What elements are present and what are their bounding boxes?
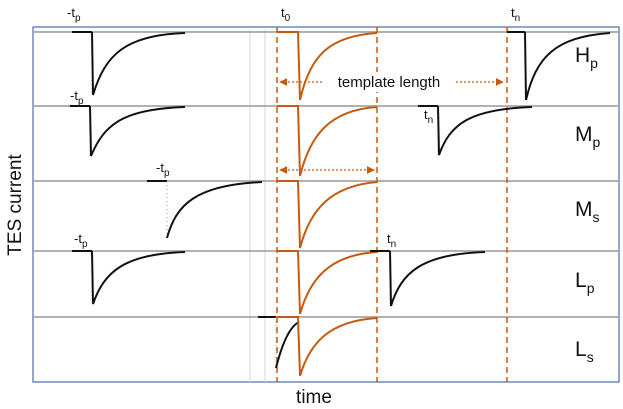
- y-axis-label: TES current: [5, 154, 26, 256]
- marker-minus-tp-ms: -tp: [156, 160, 170, 179]
- template-pulse: [277, 250, 378, 315]
- pulse-trace: [91, 31, 186, 96]
- template-pulse: [277, 316, 378, 377]
- marker-minus-tp-lp: -tp: [74, 231, 88, 250]
- template-pulse: [277, 31, 378, 101]
- x-axis-label: time: [296, 387, 332, 408]
- marker-minus-tp-hp: -tp: [67, 5, 81, 24]
- pulse-trace: [91, 250, 186, 305]
- marker-minus-tp-mp: -tp: [70, 88, 84, 107]
- row-label-lp: Lp: [575, 269, 595, 296]
- pulse-trace: [389, 250, 486, 307]
- marker-tn-lp: tn: [387, 231, 396, 250]
- template-length-label: template length: [338, 74, 441, 91]
- pulse-trace: [89, 105, 186, 157]
- pulse-trace: [166, 181, 263, 239]
- pulse-trace: [275, 321, 300, 369]
- marker-tn-hp: tn: [511, 5, 520, 24]
- row-label-mp: Mp: [575, 123, 601, 150]
- pulse-trace: [437, 105, 533, 156]
- marker-t0: t0: [281, 5, 291, 24]
- row-label-ms: Ms: [575, 198, 600, 225]
- pulse-trace: [524, 31, 611, 101]
- row-label-hp: Hp: [575, 44, 598, 71]
- template-pulse: [277, 180, 378, 249]
- template-pulse: [277, 105, 378, 177]
- plot-frame: [32, 26, 620, 383]
- marker-tn-mp: tn: [424, 107, 433, 126]
- row-label-ls: Ls: [575, 338, 594, 365]
